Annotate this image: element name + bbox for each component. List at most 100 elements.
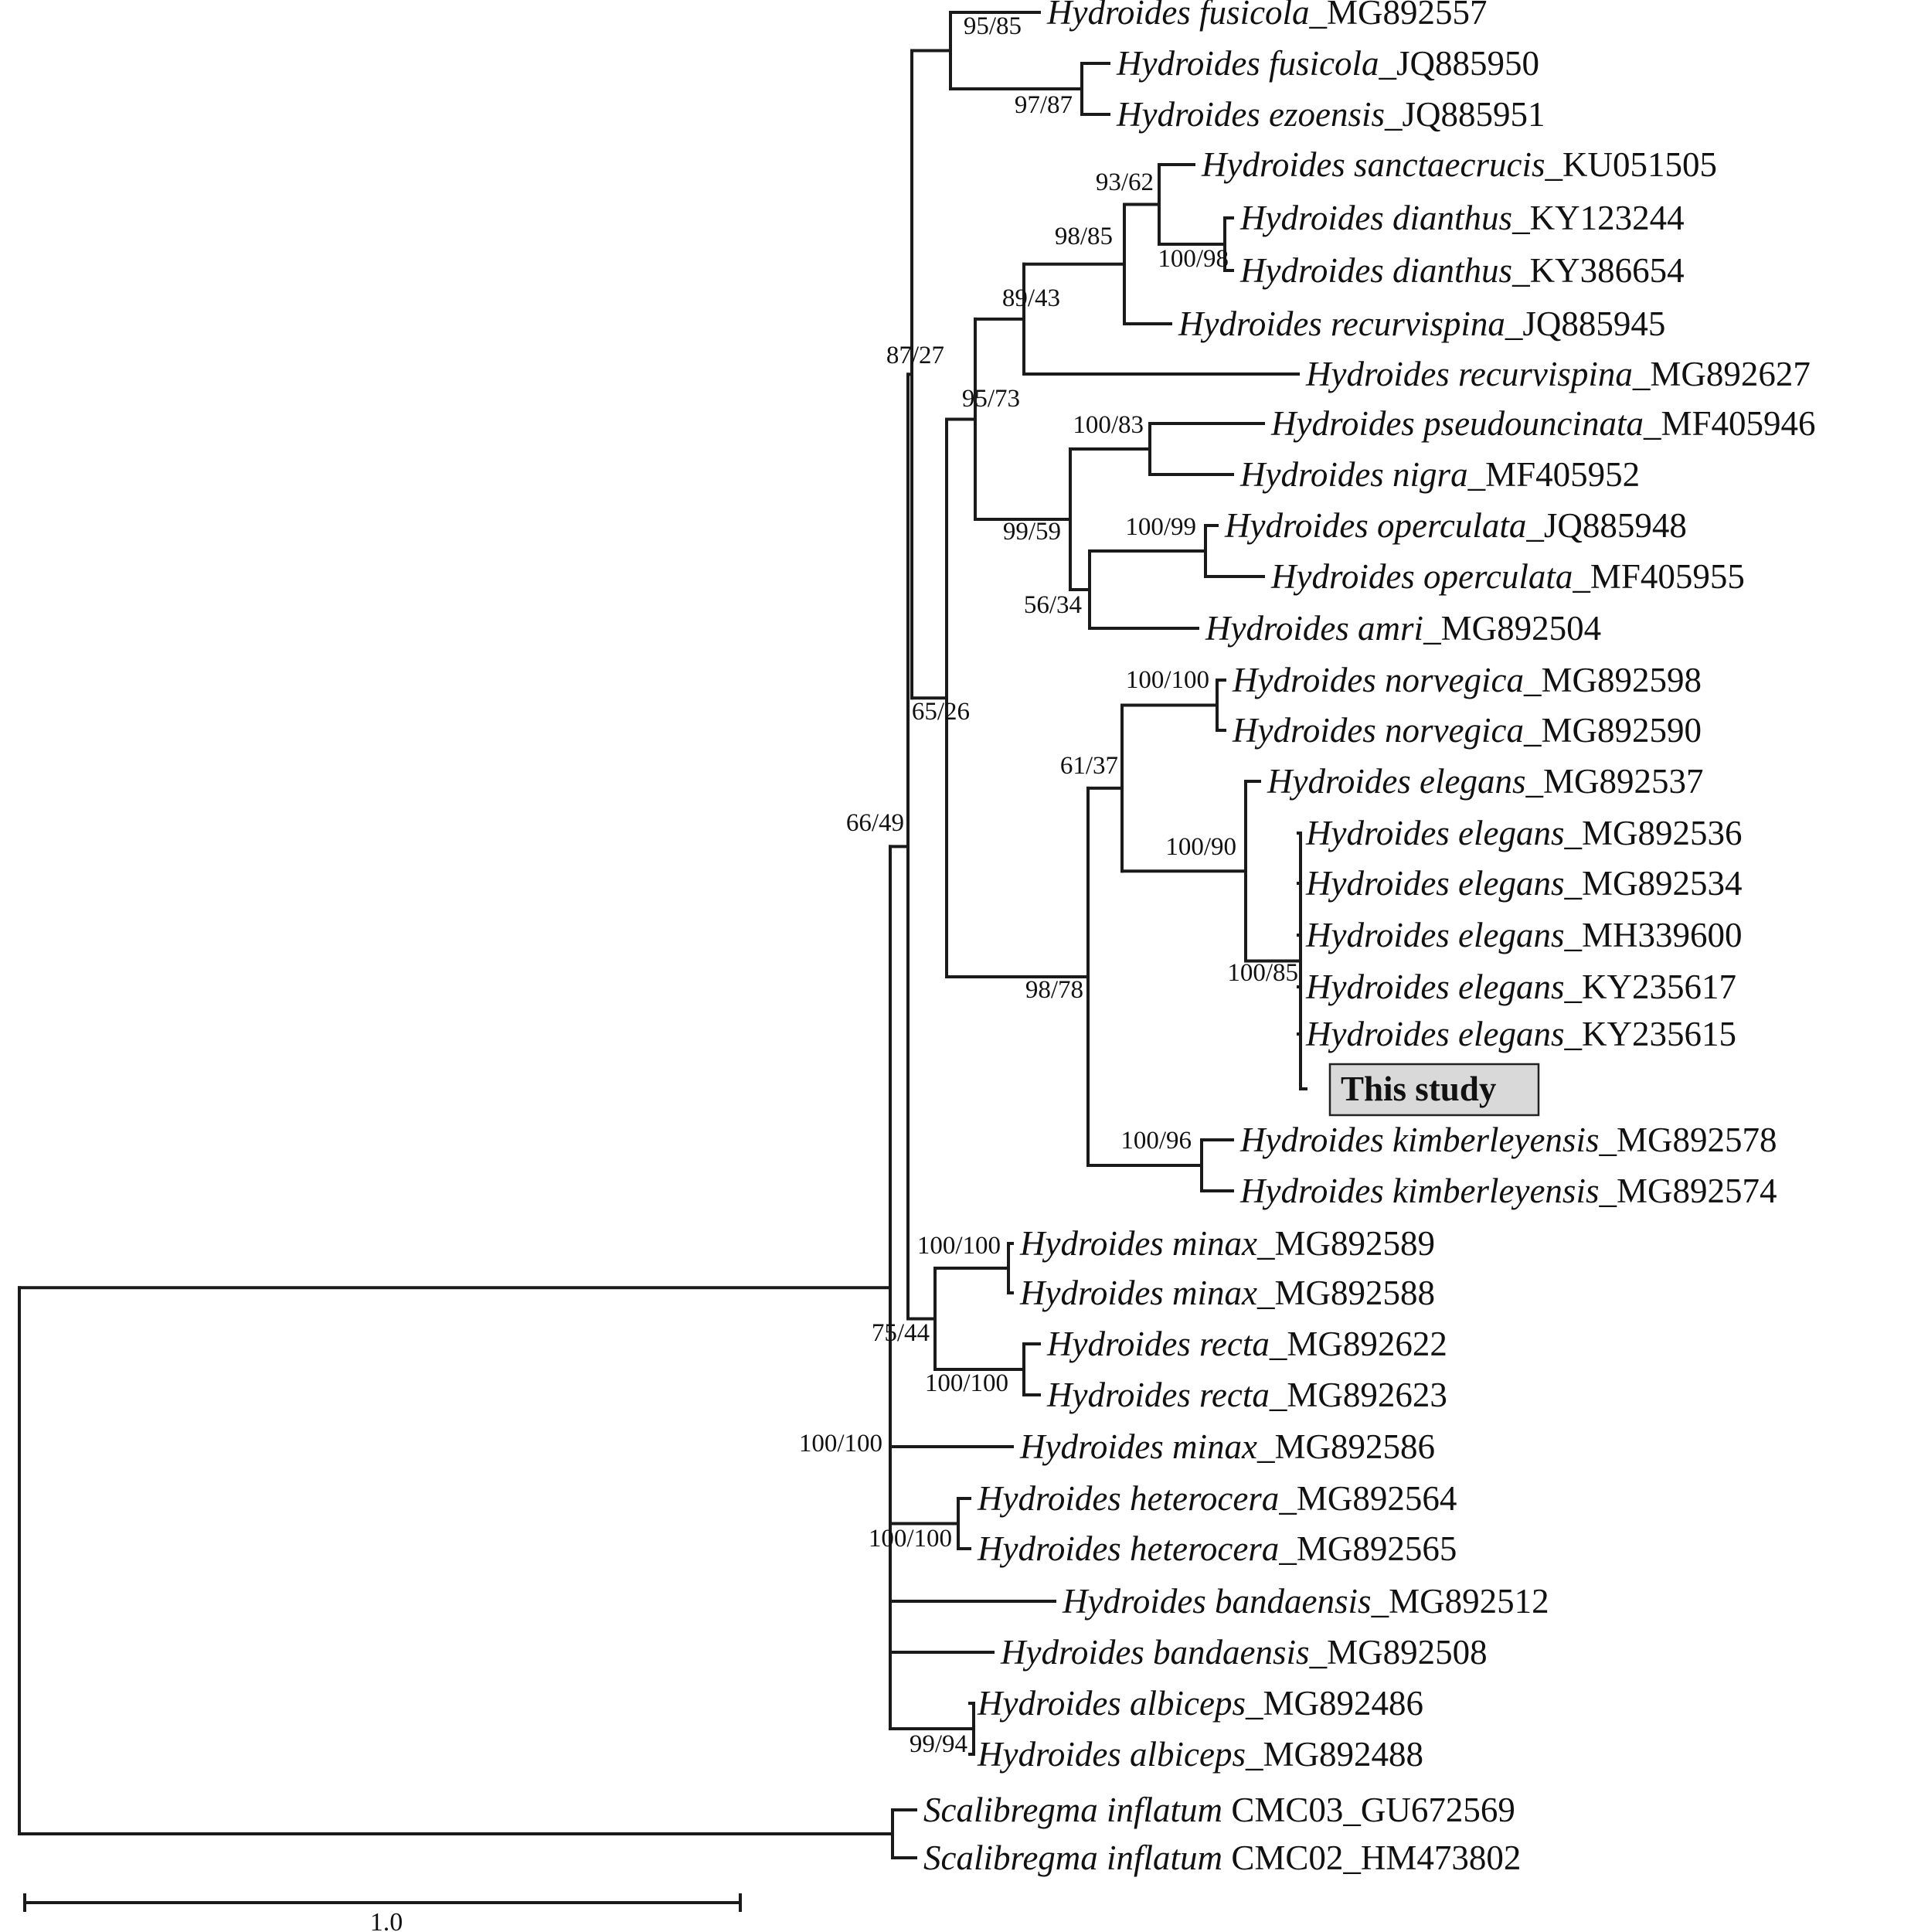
taxon-label: Hydroides operculata_MF405955 [1270,557,1745,596]
support-values: 95/8597/8793/62100/9898/8589/4387/2795/7… [799,12,1298,1758]
taxon-label: Hydroides fusicola_MG892557 [1046,0,1488,32]
species-name: Hydroides minax [1019,1274,1257,1312]
support-value: 100/96 [1120,1127,1192,1155]
accession-number: _MG892557 [1309,0,1488,32]
taxon-label: Hydroides kimberleyensis_MG892578 [1239,1121,1777,1159]
taxon-label: Hydroides norvegica_MG892590 [1232,711,1702,750]
taxon-label: Hydroides recurvispina_JQ885945 [1178,304,1665,343]
support-value: 100/90 [1165,833,1236,861]
support-value: 100/100 [917,1232,1001,1260]
scale-bar-label: 1.0 [370,1908,403,1932]
species-name: Hydroides fusicola [1116,44,1379,83]
species-name: Hydroides bandaensis [1000,1633,1310,1672]
this-study-label: This study [1328,1063,1540,1117]
support-value: 100/100 [925,1369,1008,1397]
support-value: 95/85 [964,12,1022,40]
species-name: Scalibregma inflatum [923,1791,1222,1829]
support-value: 56/34 [1024,591,1082,619]
taxon-label: Hydroides sanctaecrucis_KU051505 [1201,145,1717,184]
accession-number: _MG892536 [1564,814,1743,852]
accession-number: _MG892534 [1564,864,1743,903]
support-value: 89/43 [1002,284,1060,312]
support-value: 98/78 [1025,976,1083,1004]
species-name: Hydroides elegans [1305,864,1565,903]
support-value: 65/26 [912,698,970,726]
accession-number: _MG892623 [1269,1376,1447,1414]
taxon-label: Hydroides recurvispina_MG892627 [1305,355,1811,393]
species-name: Hydroides minax [1019,1427,1257,1466]
accession-number: _MH339600 [1564,916,1743,954]
this-study-text: This study [1341,1070,1497,1108]
scale-bar: 1.0 [23,1893,742,1932]
species-name: Hydroides amri [1205,609,1423,648]
support-value: 100/100 [799,1430,882,1458]
taxon-label: Hydroides pseudouncinata_MF405946 [1270,404,1816,443]
support-value: 61/37 [1060,752,1118,780]
taxon-label: Hydroides norvegica_MG892598 [1232,661,1702,699]
taxon-label: Hydroides elegans_MG892537 [1267,762,1704,801]
accession-number: _MG892574 [1598,1172,1777,1210]
taxon-label: Hydroides elegans_KY235615 [1305,1015,1736,1053]
support-value: 100/100 [1126,666,1209,694]
accession-number: _MF405955 [1572,557,1745,596]
accession-number: _JQ885948 [1525,506,1687,545]
species-name: Hydroides norvegica [1232,661,1524,699]
taxon-label: Hydroides bandaensis_MG892512 [1062,1582,1549,1621]
scale-bar-line [23,1893,742,1912]
accession-number: _KY235615 [1564,1015,1737,1053]
accession-number: _KY123244 [1511,199,1685,237]
species-name: Hydroides pseudouncinata [1270,404,1644,443]
support-value: 66/49 [846,809,904,837]
taxon-label: Hydroides recta_MG892622 [1046,1325,1447,1363]
taxon-label: Hydroides elegans_MH339600 [1305,916,1743,954]
support-value: 100/85 [1227,959,1298,987]
accession-number: _MG892627 [1632,355,1811,393]
taxon-label: Hydroides minax_MG892588 [1019,1274,1435,1312]
accession-number: _MF405952 [1467,455,1641,494]
accession-number: _MG892565 [1278,1529,1457,1568]
taxon-label: Hydroides minax_MG892586 [1019,1427,1435,1466]
accession-number: CMC02_HM473802 [1222,1838,1521,1877]
species-name: Hydroides heterocera [977,1479,1279,1518]
tree-branches [18,11,1307,1859]
accession-number: _JQ885945 [1505,304,1666,343]
support-value: 98/85 [1055,223,1113,250]
accession-number: CMC03_GU672569 [1222,1791,1515,1829]
accession-number: _MG892586 [1256,1427,1435,1466]
taxon-label: Hydroides elegans_KY235617 [1305,968,1736,1006]
support-value: 97/87 [1015,91,1073,119]
species-name: Hydroides fusicola [1046,0,1310,32]
accession-number: _MG892512 [1371,1582,1549,1621]
taxon-label: Hydroides kimberleyensis_MG892574 [1239,1172,1777,1210]
taxon-label: Hydroides minax_MG892589 [1019,1224,1435,1263]
taxon-label: Hydroides operculata_JQ885948 [1224,506,1687,545]
species-name: Hydroides recurvispina [1305,355,1633,393]
support-value: 75/44 [872,1319,930,1347]
species-name: Hydroides dianthus [1239,199,1512,237]
species-name: Hydroides recta [1046,1376,1270,1414]
species-name: Hydroides operculata [1224,506,1526,545]
species-name: Hydroides recta [1046,1325,1270,1363]
accession-number: _KY386654 [1511,251,1685,290]
taxon-label: Hydroides amri_MG892504 [1205,609,1601,648]
taxon-label: Hydroides albiceps_MG892486 [977,1684,1423,1723]
support-value: 95/73 [962,385,1020,413]
species-name: Hydroides albiceps [977,1735,1246,1774]
species-name: Scalibregma inflatum [923,1838,1222,1877]
taxon-label: Hydroides elegans_MG892534 [1305,864,1743,903]
highlight-box [1328,1063,1540,1117]
accession-number: _MG892508 [1309,1633,1488,1672]
accession-number: _MF405946 [1643,404,1816,443]
taxon-label: Hydroides heterocera_MG892564 [977,1479,1457,1518]
support-value: 100/100 [869,1525,952,1553]
species-name: Hydroides elegans [1305,968,1565,1006]
taxon-label: Hydroides bandaensis_MG892508 [1000,1633,1488,1672]
accession-number: _MG892598 [1523,661,1702,699]
species-name: Hydroides sanctaecrucis [1201,145,1545,184]
species-name: Hydroides recurvispina [1178,304,1505,343]
species-name: Hydroides kimberleyensis [1239,1172,1599,1210]
accession-number: _MG892564 [1278,1479,1457,1518]
species-name: Hydroides dianthus [1239,251,1512,290]
species-name: Hydroides elegans [1305,916,1565,954]
